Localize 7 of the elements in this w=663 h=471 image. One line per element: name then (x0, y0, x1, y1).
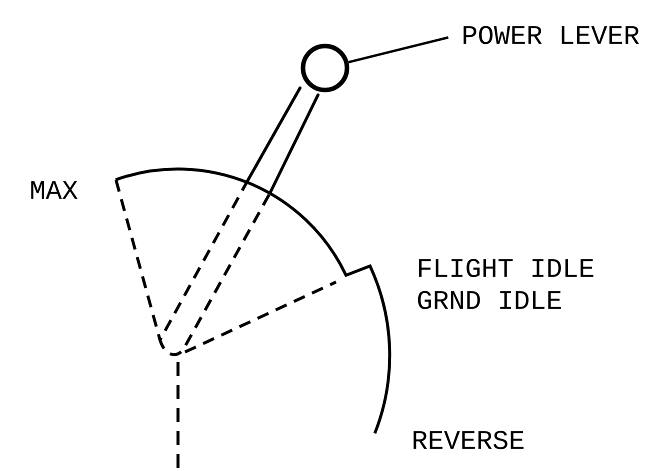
position-label: MAX (31, 181, 78, 199)
part-label: POWER LEVER (464, 26, 640, 44)
position-label: FLIGHT IDLE (419, 258, 594, 278)
leader-line (348, 36, 449, 64)
lever-knob (300, 44, 350, 92)
position-label: REVERSE (414, 430, 524, 450)
position-label: GRND IDLE (418, 290, 561, 310)
